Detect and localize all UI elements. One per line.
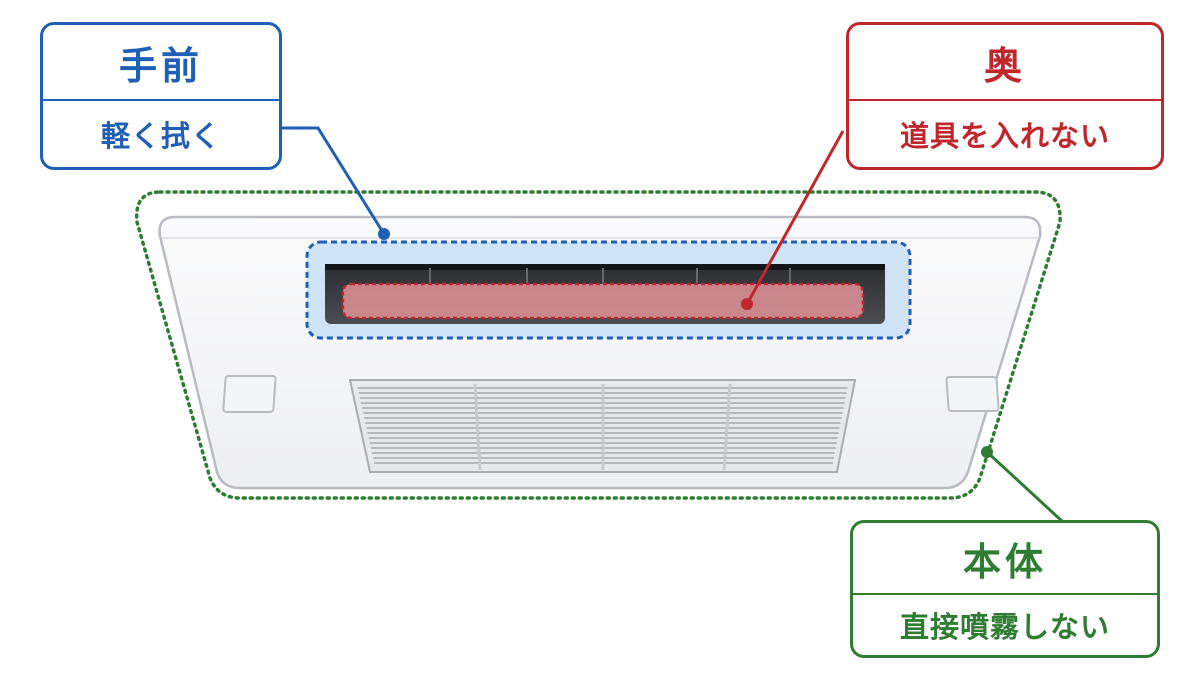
back-callout-divider bbox=[849, 99, 1161, 101]
back-callout-title: 奥 bbox=[983, 43, 1026, 88]
front-callout-divider bbox=[43, 99, 279, 101]
front-callout: 手前 軽く拭く bbox=[40, 22, 282, 170]
body-callout: 本体 直接噴霧しない bbox=[850, 520, 1160, 658]
panel-button-icon bbox=[222, 375, 277, 413]
front-callout-title: 手前 bbox=[118, 43, 203, 88]
front-callout-description: 軽く拭く bbox=[100, 119, 221, 153]
back-callout: 奥 道具を入れない bbox=[846, 22, 1164, 170]
front-leader bbox=[282, 126, 390, 240]
body-zone-outline bbox=[134, 190, 1062, 500]
body-leader bbox=[981, 446, 1065, 524]
panel-button-icon bbox=[945, 376, 1000, 412]
back-leader bbox=[741, 130, 845, 310]
body-callout-divider bbox=[853, 593, 1157, 595]
back-callout-description: 道具を入れない bbox=[899, 119, 1110, 153]
back-zone-highlight bbox=[341, 282, 865, 320]
body-callout-description: 直接噴霧しない bbox=[899, 610, 1110, 644]
body-callout-title: 本体 bbox=[962, 539, 1047, 584]
intake-grille-icon bbox=[348, 379, 857, 473]
